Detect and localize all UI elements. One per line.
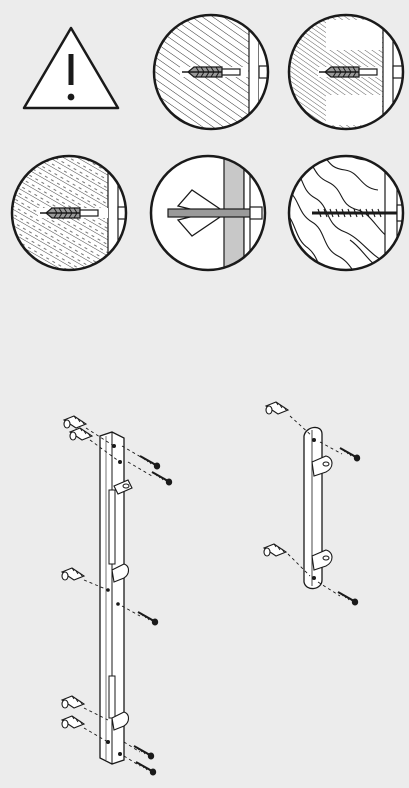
warning-triangle-icon — [22, 26, 120, 110]
concrete-wall-anchor-icon — [152, 13, 270, 131]
wood-wall-screw-icon — [287, 154, 405, 272]
long-mounting-rail-icon — [61, 415, 174, 777]
masonry-wall-anchor-icon — [10, 154, 128, 272]
drywall-toggle-anchor-icon — [149, 154, 267, 272]
short-mounting-bracket-icon — [263, 401, 362, 607]
brick-wall-anchor-icon — [287, 13, 405, 131]
